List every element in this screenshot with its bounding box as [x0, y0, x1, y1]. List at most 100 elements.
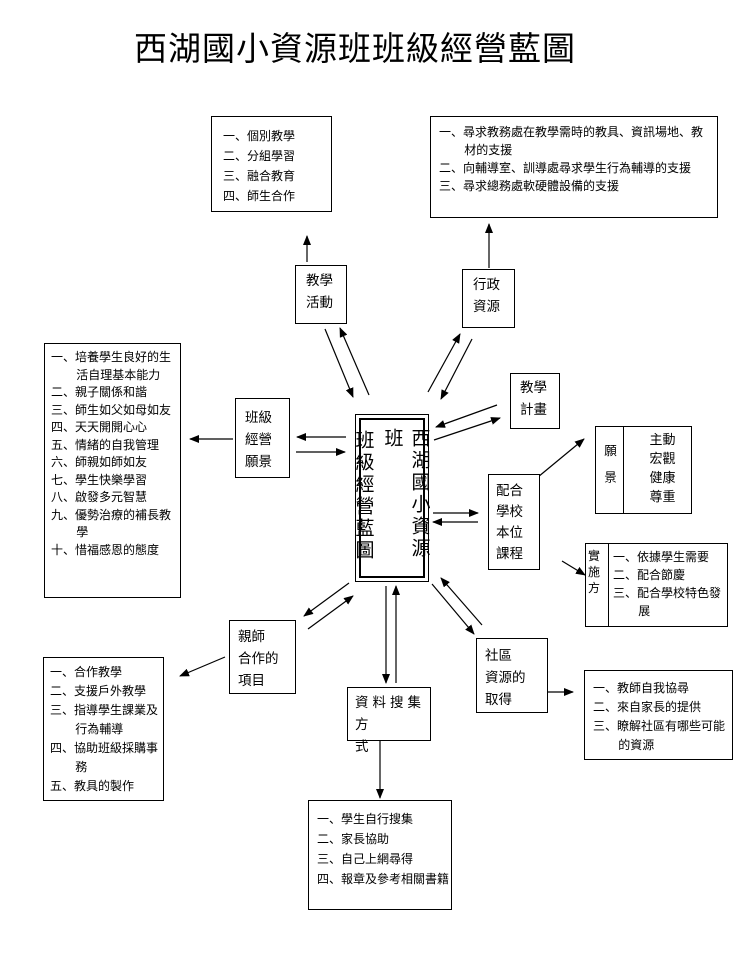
curriculum-method-list: 一、依據學生需要 二、配合節慶 三、配合學校特色發展: [609, 544, 727, 626]
list-item: 健康: [649, 471, 676, 486]
curriculum-method-title: 實施方: [588, 549, 601, 595]
curriculum-method-box: 實施方 一、依據學生需要 二、配合節慶 三、配合學校特色發展: [585, 543, 728, 627]
community-label-line1: 社區: [485, 648, 512, 664]
center-node: 西湖國小資源班 班級經營藍圖: [353, 414, 431, 582]
admin-items-box: 一、尋求教務處在教學需時的教具、資訊場地、教材的支援 二、向輔導室、訓導處尋求學…: [430, 116, 718, 218]
vision-items-box: 一、培養學生良好的生活自理基本能力 二、親子關係和諧 三、師生如父如母如友 四、…: [44, 343, 181, 598]
data-collection-items-box: 一、學生自行搜集 二、家長協助 三、自己上網尋得 四、報章及參考相關書籍: [308, 800, 452, 910]
parent-label-line2: 合作的: [238, 651, 279, 667]
arrow-center-to-community: [431, 583, 475, 635]
admin-label-line2: 資源: [473, 299, 500, 315]
list-item: 一、合作教學: [50, 665, 123, 679]
curriculum-vision-box: 願景 主動 宏觀 健康 尊重: [595, 426, 692, 514]
arrow-plan-to-center: [435, 404, 498, 428]
list-item: 六、師親如師如友: [51, 455, 148, 469]
center-node-inner: 西湖國小資源班 班級經營藍圖: [353, 418, 431, 578]
curriculum-vision-title: 願景: [602, 443, 617, 497]
data-collection-node: 資料搜集 方式: [347, 687, 431, 755]
arrow-teaching-to-center: [324, 328, 354, 398]
parent-teacher-node: 親師 合作的 項目: [229, 620, 296, 694]
list-item: 二、親子關係和諧: [51, 385, 148, 399]
list-item: 尊重: [649, 490, 676, 505]
arrow-parent-to-center: [307, 595, 354, 630]
community-label-line2: 資源的: [485, 670, 526, 686]
teaching-items-box: 一、個別教學 二、分組學習 三、融合教育 四、師生合作: [211, 116, 332, 212]
arrow-community-to-center: [440, 577, 483, 626]
parent-items-list: 一、合作教學 二、支援戶外教學 三、指導學生課業及行為輔導 四、協助班級採購事務…: [50, 663, 161, 796]
curriculum-label-line3: 本位: [496, 525, 523, 541]
list-item: 二、向輔導室、訓導處尋求學生行為輔導的支援: [439, 161, 692, 175]
vision-label-line1: 班級: [245, 410, 272, 426]
admin-items-list: 一、尋求教務處在教學需時的教具、資訊場地、教材的支援 二、向輔導室、訓導處尋求學…: [439, 123, 709, 195]
list-item: 五、情緒的自我管理: [51, 437, 160, 452]
list-item: 二、分組學習: [223, 149, 296, 163]
data-label-line2: 方式: [355, 717, 397, 755]
curriculum-label-line4: 課程: [496, 546, 523, 562]
teaching-plan-node: 教學 計畫: [510, 373, 560, 429]
page-title: 西湖國小資源班班級經營藍圖: [134, 29, 576, 68]
teaching-activity-node: 教學 活動: [295, 265, 347, 324]
plan-label-line2: 計畫: [520, 402, 547, 418]
admin-label-line1: 行政: [473, 277, 500, 293]
list-item: 七、學生快樂學習: [51, 472, 148, 487]
list-item: 二、來自家長的提供: [593, 700, 702, 714]
list-item: 一、培養學生良好的生活自理基本能力: [51, 350, 172, 382]
list-item: 宏觀: [649, 452, 676, 467]
list-item: 四、協助班級採購事務: [50, 741, 159, 774]
curriculum-vision-title-cell: 願景: [596, 427, 624, 513]
list-item: 三、融合教育: [223, 169, 296, 183]
admin-resource-node: 行政 資源: [462, 269, 515, 328]
arrow-curriculum-to-vision: [537, 438, 585, 478]
parent-label-line1: 親師: [238, 629, 265, 645]
list-item: 一、依據學生需要: [613, 550, 710, 564]
vision-label-line3: 願景: [245, 454, 272, 470]
arrow-curriculum-to-method: [561, 560, 586, 576]
community-items-list: 一、教師自我協尋 二、來自家長的提供 三、瞭解社區有哪些可能的資源: [593, 679, 730, 755]
parent-items-box: 一、合作教學 二、支援戶外教學 三、指導學生課業及行為輔導 四、協助班級採購事務…: [43, 657, 164, 801]
list-item: 二、配合節慶: [613, 568, 686, 582]
center-title-col2: 班級經營藍圖: [352, 430, 375, 562]
list-item: 十、惜福感恩的態度: [51, 542, 160, 557]
community-label-line3: 取得: [485, 692, 512, 708]
teaching-label-line2: 活動: [306, 295, 333, 311]
list-item: 四、師生合作: [223, 189, 296, 203]
list-item: 三、尋求總務處軟硬體設備的支援: [439, 179, 620, 193]
arrow-center-to-teaching: [339, 327, 370, 396]
teaching-items-list: 一、個別教學 二、分組學習 三、融合教育 四、師生合作: [223, 126, 331, 206]
plan-label-line1: 教學: [520, 380, 547, 396]
list-item: 三、自己上網尋得: [317, 852, 414, 866]
data-collection-items-list: 一、學生自行搜集 二、家長協助 三、自己上網尋得 四、報章及參考相關書籍: [317, 809, 449, 889]
curriculum-label-line2: 學校: [496, 504, 523, 520]
curriculum-label-line1: 配合: [496, 483, 523, 499]
center-title-col1: 西湖國小資源班: [381, 428, 431, 560]
list-item: 三、瞭解社區有哪些可能的資源: [593, 719, 726, 752]
arrow-center-to-plan: [433, 417, 501, 441]
vision-items-list: 一、培養學生良好的生活自理基本能力 二、親子關係和諧 三、師生如父如母如友 四、…: [51, 349, 176, 559]
list-item: 九、優勢治療的補長教學: [51, 507, 172, 540]
list-item: 四、報章及參考相關書籍: [317, 872, 450, 886]
school-curriculum-node: 配合 學校 本位 課程: [488, 474, 540, 570]
list-item: 一、尋求教務處在教學需時的教具、資訊場地、教材的支援: [439, 125, 704, 157]
data-label-line1: 資料搜集: [355, 695, 425, 711]
community-resource-node: 社區 資源的 取得: [476, 638, 548, 713]
list-item: 一、個別教學: [223, 129, 296, 143]
list-item: 三、配合學校特色發展: [613, 586, 722, 618]
community-items-box: 一、教師自我協尋 二、來自家長的提供 三、瞭解社區有哪些可能的資源: [584, 670, 733, 760]
class-vision-node: 班級 經營 願景: [235, 398, 290, 478]
list-item: 主動: [649, 433, 676, 448]
list-item: 四、天天開開心心: [51, 420, 148, 434]
curriculum-vision-list: 主動 宏觀 健康 尊重: [624, 427, 691, 513]
arrow-center-to-parent: [303, 582, 350, 617]
list-item: 三、指導學生課業及行為輔導: [50, 703, 159, 736]
list-item: 三、師生如父如母如友: [51, 402, 172, 417]
vision-label-line2: 經營: [245, 432, 272, 448]
list-item: 一、學生自行搜集: [317, 812, 414, 826]
parent-label-line3: 項目: [238, 673, 265, 689]
list-item: 八、啟發多元智慧: [51, 490, 148, 504]
arrow-parent-to-list: [179, 656, 226, 677]
list-item: 一、教師自我協尋: [593, 681, 690, 695]
list-item: 二、家長協助: [317, 832, 390, 846]
arrow-center-to-admin: [427, 333, 461, 393]
list-item: 二、支援戶外教學: [50, 684, 147, 698]
